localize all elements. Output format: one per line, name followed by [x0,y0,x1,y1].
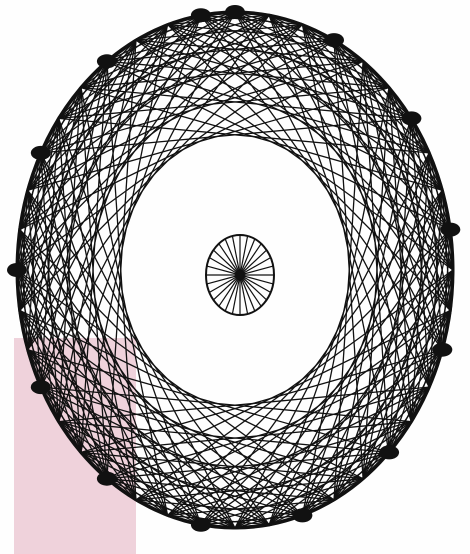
rim-knot [97,472,117,486]
rim-knot [324,33,344,47]
rim-knot [440,223,460,237]
string-line [41,12,235,387]
string-line [17,270,334,500]
rim-knot [191,8,211,22]
string-line [235,12,429,387]
rim-knot [292,508,312,522]
rim-knot [31,380,51,394]
string-line [136,40,453,270]
hub-center [235,270,245,280]
string-line [136,270,453,500]
string-line [235,153,429,528]
rim-knot [432,343,452,357]
rim-knot [191,518,211,532]
rim-knot [97,54,117,68]
rim-knot [31,146,51,160]
rim-knot [401,111,421,125]
string-line [41,153,235,528]
center-hub [206,235,274,315]
rim-knot [379,445,399,459]
string-line [17,40,334,270]
rim-knot [7,263,27,277]
rim-knot [225,5,245,19]
